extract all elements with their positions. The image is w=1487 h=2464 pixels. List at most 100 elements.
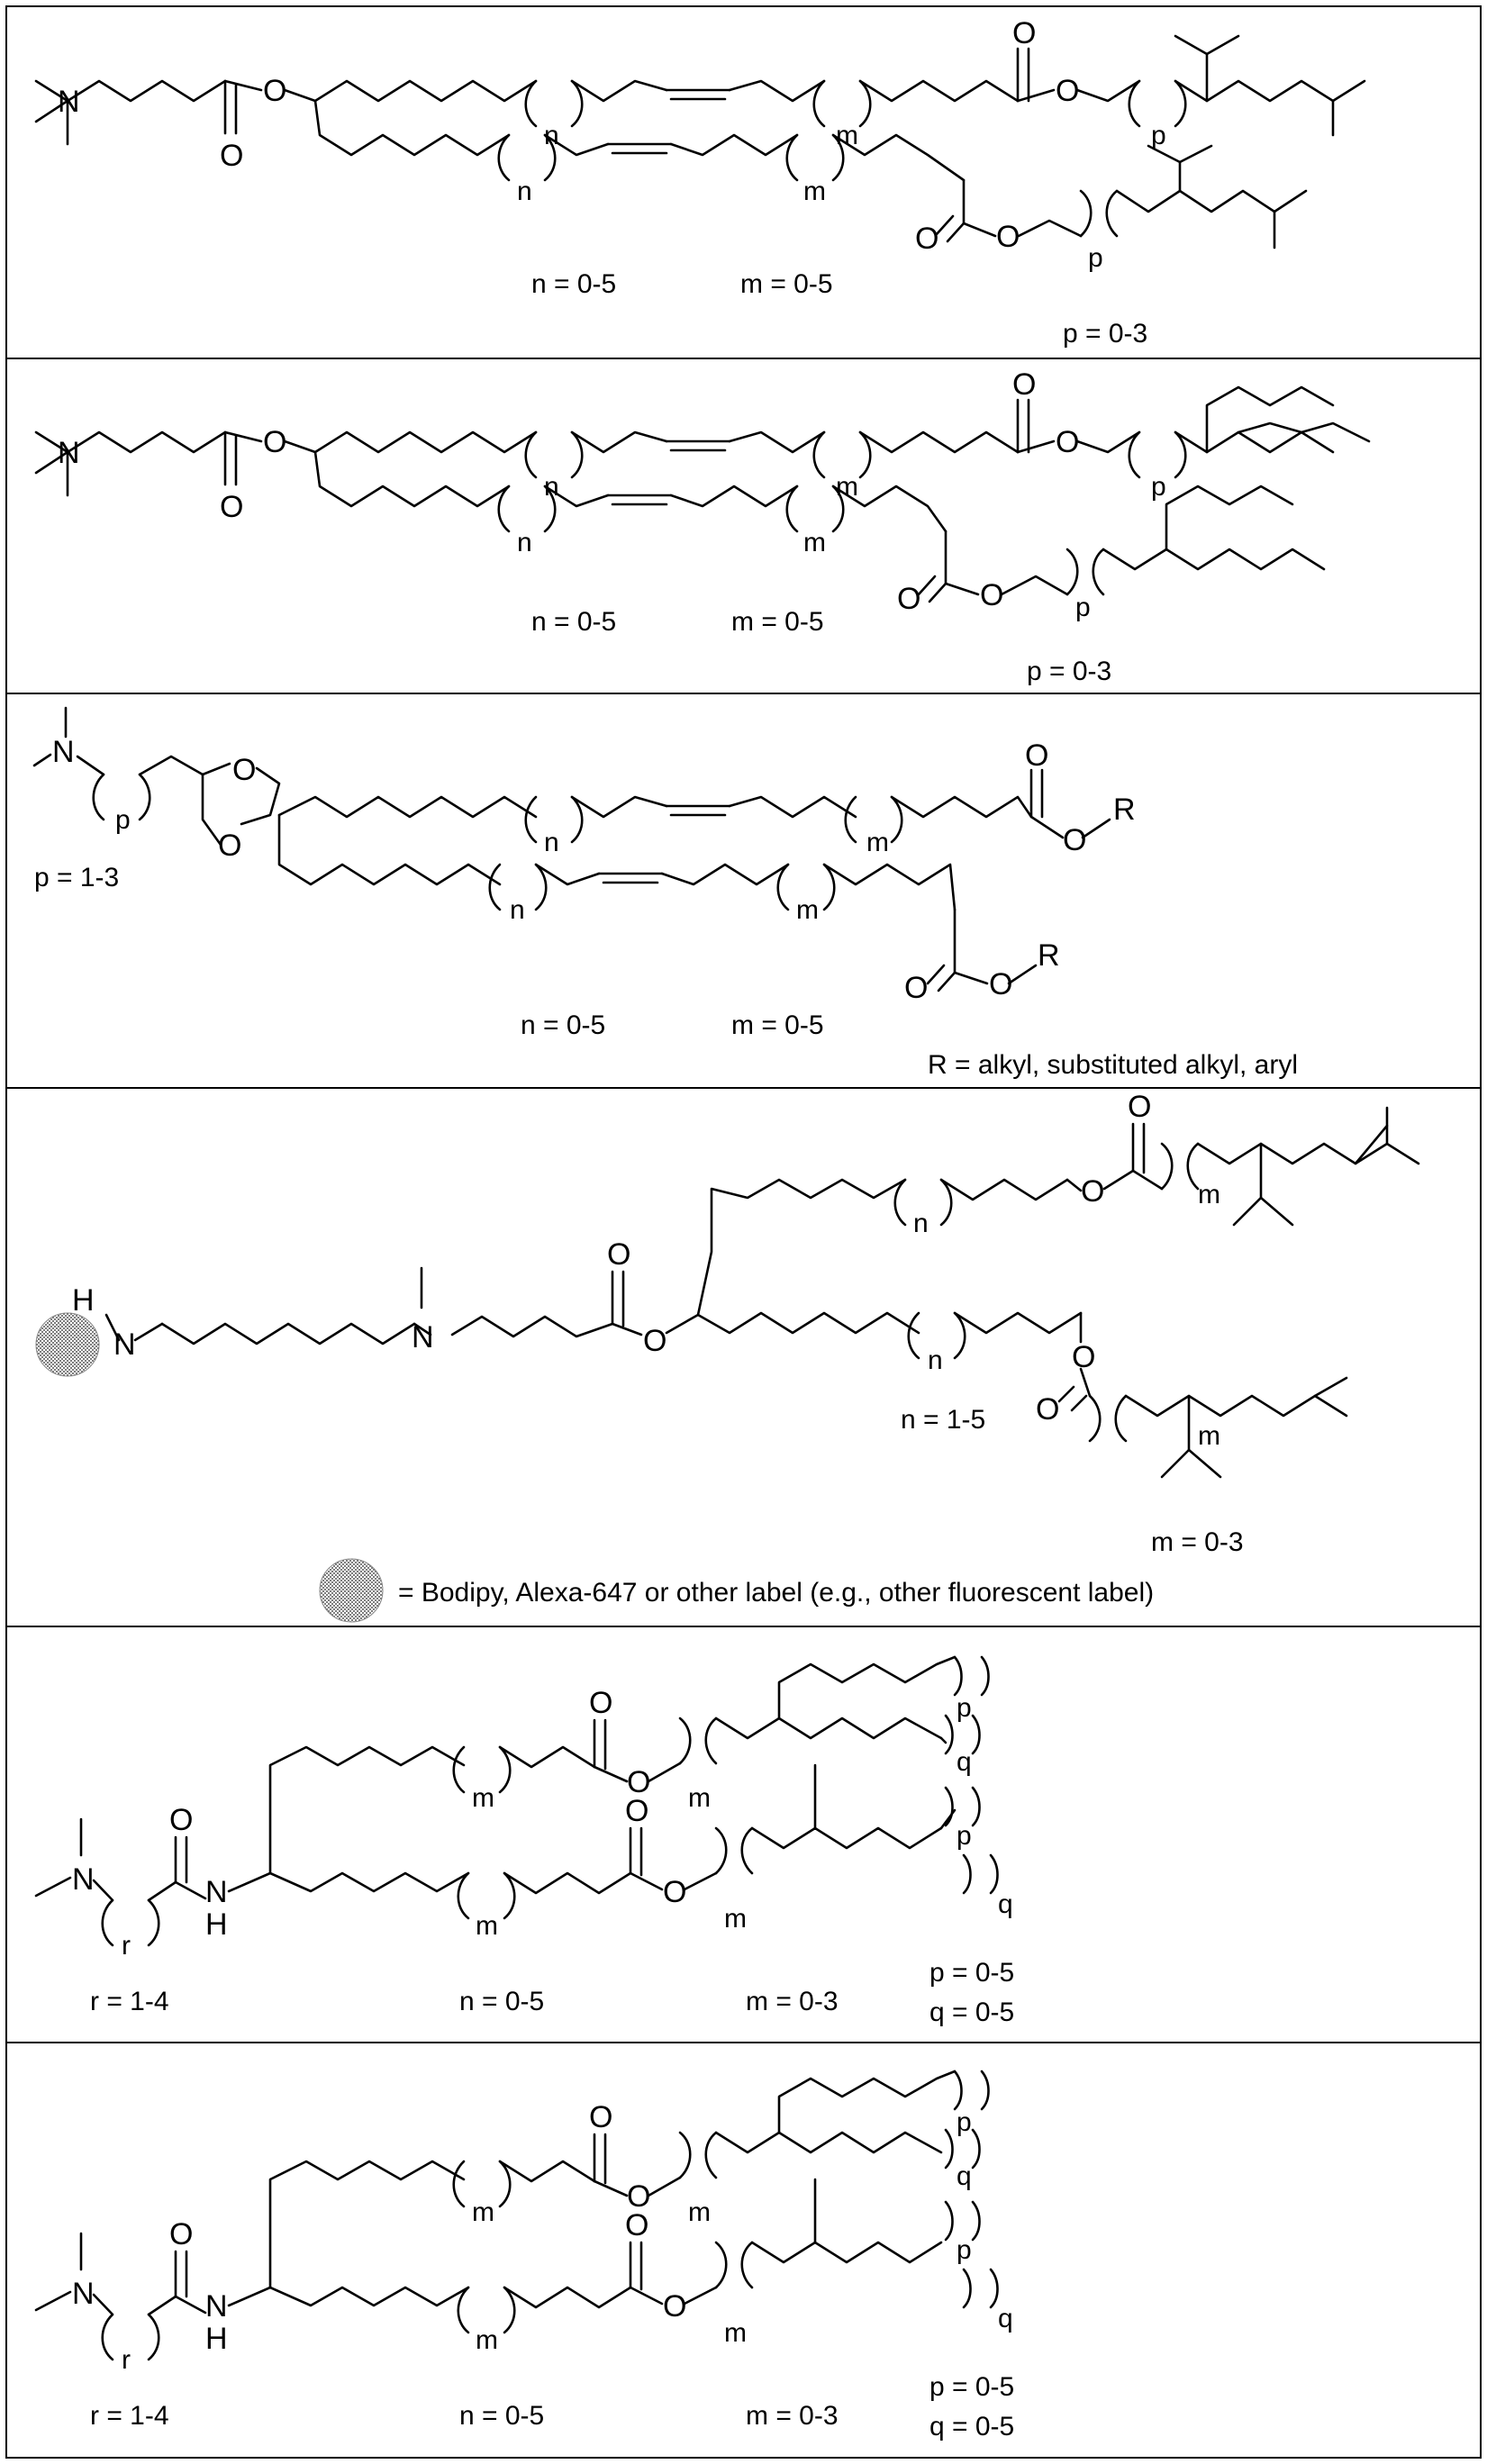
amine-nitrogen-label: N (113, 1327, 136, 1362)
index-p: p (957, 1821, 972, 1851)
amide-nitrogen-label: N (205, 1875, 228, 1909)
r-group-label: R (1113, 793, 1136, 827)
index-r: r (122, 2345, 131, 2375)
r-group-note: R = alkyl, substituted alkyl, aryl (928, 1050, 1298, 1080)
index-m: m (803, 528, 826, 557)
m-range: m = 0-5 (731, 607, 824, 637)
index-n: n (544, 472, 559, 502)
legend-label-dot (320, 1559, 383, 1622)
atom-labels-panel-2: N O O O O O O (58, 367, 1079, 616)
index-m: m (472, 1783, 494, 1813)
range-labels-panel-5: r = 1-4 n = 0-5 m = 0-3 p = 0-5 q = 0-5 (90, 1958, 1014, 2027)
index-p: p (1151, 472, 1166, 502)
carbonyl-oxygen-label: O (220, 139, 243, 173)
range-labels-panel-2: n = 0-5 m = 0-5 p = 0-3 (531, 607, 1111, 686)
tertiary-nitrogen-label: N (412, 1320, 434, 1354)
range-labels-panel-6: r = 1-4 n = 0-5 m = 0-3 p = 0-5 q = 0-5 (90, 2372, 1014, 2441)
nitrogen-label: N (58, 436, 80, 470)
ester-oxygen-label: O (263, 74, 286, 108)
ester-oxygen-label: O (263, 425, 286, 459)
amide-hydrogen-label: H (205, 2322, 228, 2356)
index-p: p (1088, 243, 1103, 273)
n-range: n = 0-5 (459, 1987, 544, 2016)
q-range: q = 0-5 (929, 2412, 1014, 2441)
index-m: m (476, 2325, 498, 2355)
r-range: r = 1-4 (90, 1987, 169, 2016)
index-m: m (803, 177, 826, 206)
ring-oxygen-label: O (232, 753, 256, 787)
index-p: p (1075, 593, 1091, 622)
carbonyl-oxygen-label: O (220, 490, 243, 524)
n-range: n = 0-5 (459, 2401, 544, 2431)
index-p: p (1151, 121, 1166, 150)
index-p: p (957, 2235, 972, 2265)
carbonyl-oxygen-label: O (1128, 1090, 1151, 1124)
ester-oxygen-label: O (643, 1324, 666, 1358)
ring-oxygen-label: O (218, 829, 241, 863)
n-range: n = 0-5 (521, 1010, 605, 1040)
range-labels-panel-4: n = 1-5 m = 0-3 = Bodipy, Alexa-647 or o… (398, 1405, 1244, 1608)
index-m: m (796, 895, 819, 925)
r-group-label: R (1038, 938, 1060, 973)
amide-oxygen-label: O (169, 1803, 193, 1837)
nitrogen-label: N (72, 2277, 95, 2311)
n-range: n = 0-5 (531, 269, 616, 299)
structure-panel-3 (34, 708, 1110, 991)
nitrogen-label: N (72, 1862, 95, 1897)
index-r: r (122, 1931, 131, 1961)
amide-hydrogen-label: H (205, 1907, 228, 1942)
carbonyl-oxygen-label: O (897, 582, 920, 616)
amide-oxygen-label: O (169, 2217, 193, 2251)
index-n: n (517, 177, 532, 206)
figure-frame (6, 6, 1481, 2458)
carbonyl-oxygen-label: O (625, 2208, 648, 2242)
p-range: p = 0-3 (1063, 319, 1147, 349)
q-range: q = 0-5 (929, 1997, 1014, 2027)
structure-panel-6 (36, 2071, 998, 2360)
index-m: m (724, 1904, 747, 1934)
ester-oxygen-label: O (663, 1875, 686, 1909)
m-range: m = 0-5 (740, 269, 833, 299)
ester-oxygen-label: O (663, 2289, 686, 2324)
r-range: r = 1-4 (90, 2401, 169, 2431)
ester-oxygen-label: O (1056, 74, 1079, 108)
amide-nitrogen-label: N (205, 2289, 228, 2324)
ester-oxygen-label: O (980, 578, 1003, 612)
m-range: m = 0-3 (746, 2401, 839, 2431)
index-n: n (913, 1209, 929, 1238)
range-labels-panel-1: n = 0-5 m = 0-5 p = 0-3 (531, 269, 1147, 349)
index-m: m (688, 1783, 711, 1813)
carbonyl-oxygen-label: O (904, 971, 928, 1005)
ester-oxygen-label: O (989, 967, 1012, 1001)
m-range: m = 0-3 (1151, 1527, 1244, 1557)
p-range: p = 0-3 (1027, 657, 1111, 686)
m-range: m = 0-5 (731, 1010, 824, 1040)
amine-hydrogen-label: H (72, 1283, 95, 1318)
range-labels-panel-3: p = 1-3 n = 0-5 m = 0-5 R = alkyl, subst… (34, 863, 1298, 1080)
index-p: p (957, 1693, 972, 1723)
carbonyl-oxygen-label: O (1012, 367, 1036, 402)
m-range: m = 0-3 (746, 1987, 839, 2016)
index-n: n (928, 1345, 943, 1375)
index-m: m (1198, 1421, 1220, 1451)
index-p: p (957, 2107, 972, 2137)
index-p: p (115, 805, 131, 835)
index-n: n (510, 895, 525, 925)
index-q: q (957, 2161, 972, 2191)
fluorescent-label-dot (36, 1313, 99, 1376)
index-m: m (836, 472, 858, 502)
nitrogen-label: N (52, 735, 75, 769)
index-q: q (998, 1889, 1013, 1919)
index-n: n (544, 828, 559, 857)
ester-oxygen-label: O (996, 220, 1020, 254)
index-m: m (866, 828, 889, 857)
index-m: m (472, 2197, 494, 2227)
ester-oxygen-label: O (1056, 425, 1079, 459)
index-n: n (517, 528, 532, 557)
index-m: m (688, 2197, 711, 2227)
atom-labels-panel-1: N O O O O O O (58, 16, 1079, 256)
carbonyl-oxygen-label: O (625, 1794, 648, 1828)
nitrogen-label: N (58, 85, 80, 119)
n-range: n = 0-5 (531, 607, 616, 637)
